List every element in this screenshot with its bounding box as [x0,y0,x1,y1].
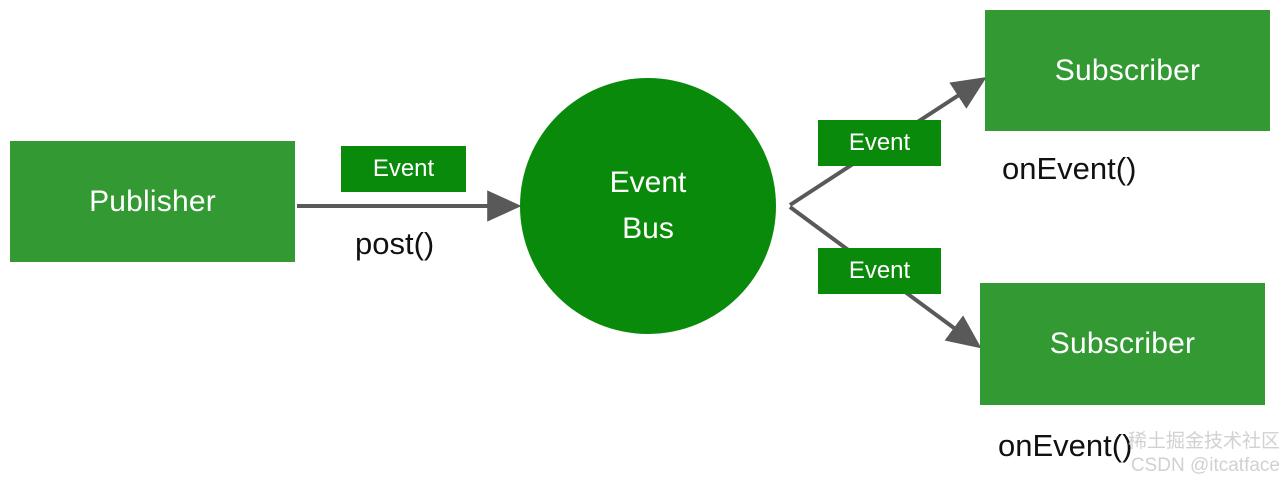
node-subscriber-bottom: Subscriber [980,283,1265,405]
chip-event-deliver-top: Event [818,120,941,166]
node-subscriber-top-label: Subscriber [1054,53,1201,87]
edge-label-post: post() [355,226,435,261]
node-event-bus: Event Bus [520,78,776,334]
node-subscriber-top: Subscriber [985,10,1270,131]
chip-event-publish-label: Event [372,155,435,182]
watermark: 稀土掘金技术社区 CSDN @itcatface [1020,430,1280,479]
edge-label-on-event-bottom: onEvent() [998,428,1133,463]
watermark-line-2: CSDN @itcatface [1130,454,1280,476]
edge-label-on-event-top: onEvent() [1002,151,1137,186]
chip-event-publish: Event [341,146,466,192]
chip-event-deliver-top-label: Event [848,129,911,156]
node-subscriber-bottom-label: Subscriber [1049,327,1196,360]
node-event-bus-label-line1: Event [609,165,687,199]
chip-event-deliver-bottom-label: Event [848,257,911,284]
chip-event-deliver-bottom: Event [818,248,941,294]
node-publisher: Publisher [10,141,295,262]
node-event-bus-label-line2: Bus [622,212,674,245]
watermark-line-1: 稀土掘金技术社区 [1127,431,1280,452]
node-publisher-label: Publisher [89,184,216,218]
